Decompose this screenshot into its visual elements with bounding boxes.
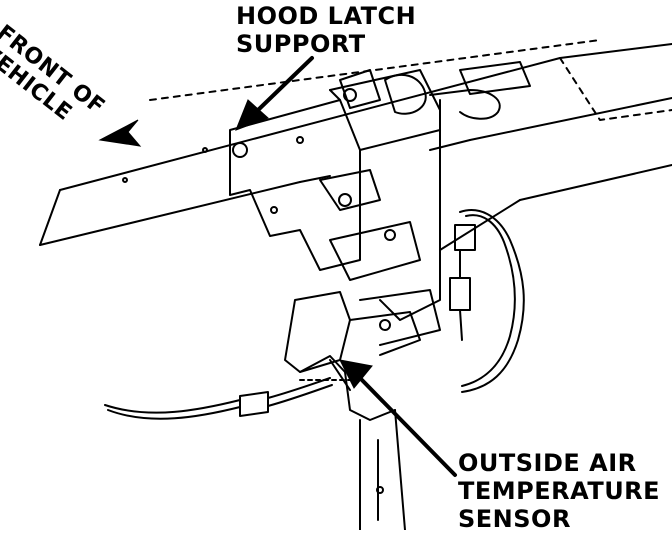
sensor-label-line3: SENSOR <box>458 505 571 533</box>
sensor-label-line2: TEMPERATURE <box>458 477 661 505</box>
hood-latch-pointer-arrow <box>235 56 314 131</box>
radiator-support-beam <box>39 39 672 251</box>
sensor-mount-shroud <box>284 291 421 530</box>
hood-latch-mechanism <box>339 69 501 151</box>
fasteners <box>122 88 396 494</box>
outside-air-temperature-sensor-label: OUTSIDE AIR TEMPERATURE SENSOR <box>458 451 660 535</box>
hood-latch-label-line1: HOOD LATCH <box>236 2 417 30</box>
hood-latch-support-label: HOOD LATCH SUPPORT <box>236 4 416 60</box>
front-of-vehicle-arrow <box>98 119 142 147</box>
hood-latch-support-bracket <box>229 69 441 346</box>
sensor-label-line1: OUTSIDE AIR <box>458 449 637 477</box>
sensor-wiring-harness <box>104 209 525 420</box>
hood-latch-label-line2: SUPPORT <box>236 30 366 58</box>
sensor-pointer-arrow <box>339 359 457 477</box>
